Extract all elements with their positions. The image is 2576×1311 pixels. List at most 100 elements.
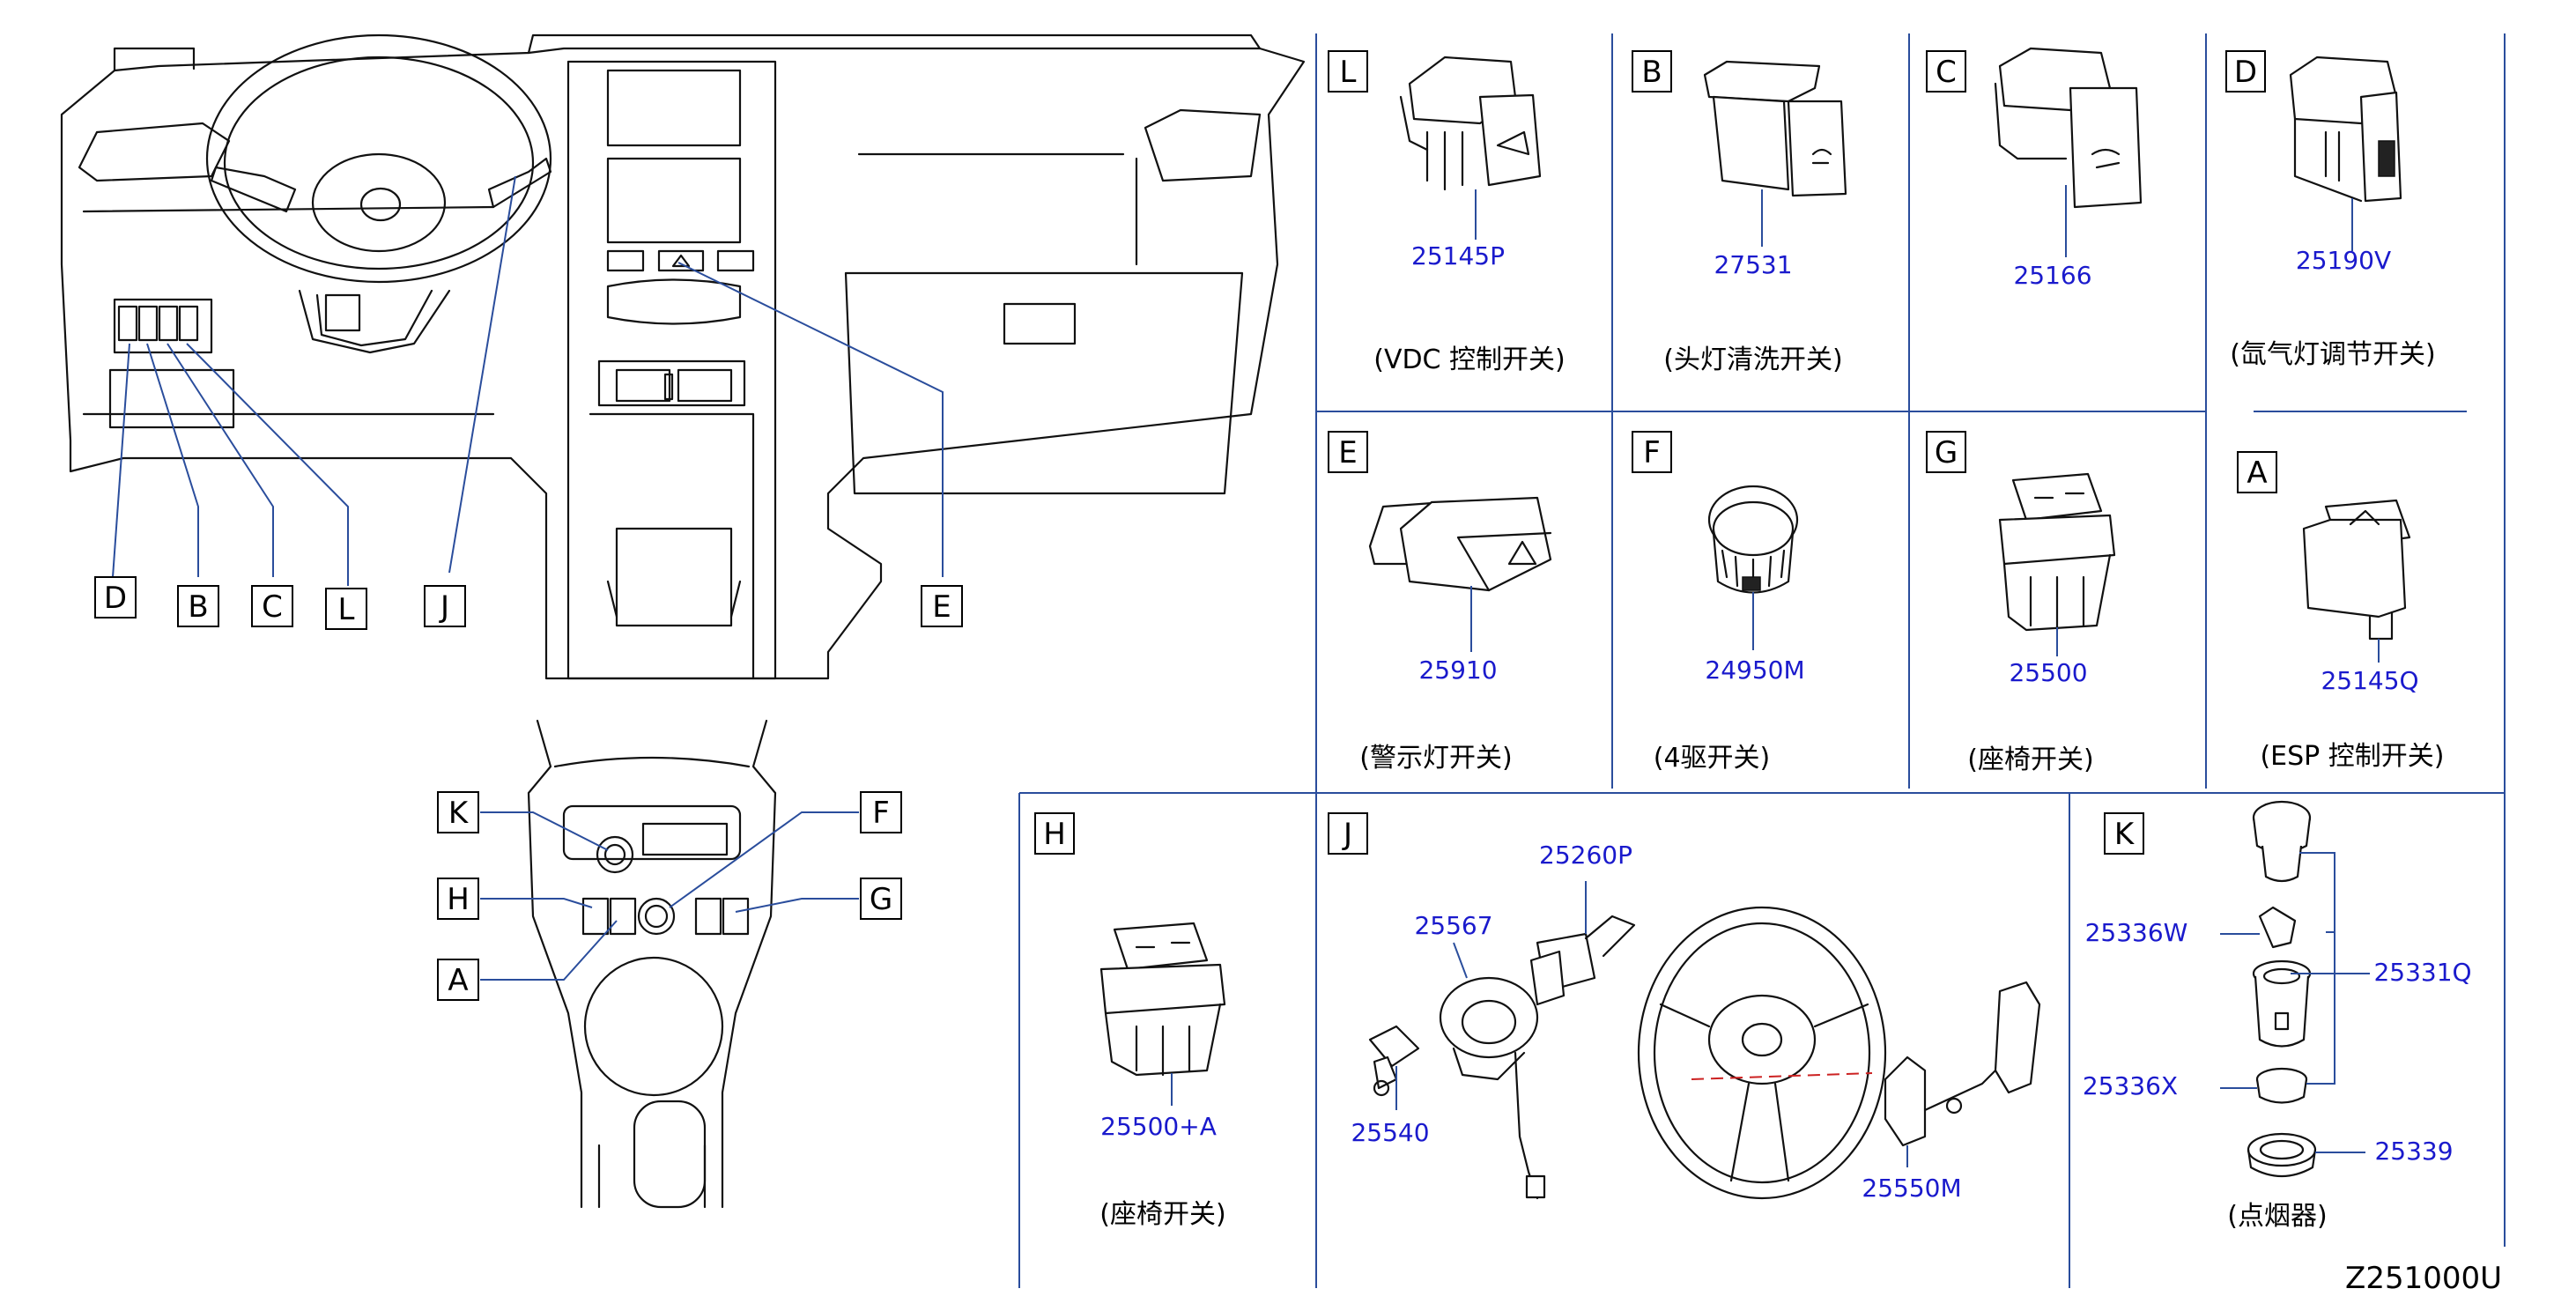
steering-switch-drawing — [1884, 981, 2041, 1147]
dashboard-leaders — [112, 175, 944, 586]
part-number-25339[interactable]: 25339 — [2374, 1137, 2453, 1166]
dashboard-illustration — [60, 33, 1306, 680]
callout-l-dash[interactable]: L — [325, 588, 367, 630]
svg-text:A: A — [448, 963, 468, 998]
connector-25540-drawing — [1368, 1025, 1420, 1097]
part-number-25540[interactable]: 25540 — [1351, 1118, 1429, 1147]
svg-text:J: J — [439, 589, 449, 625]
cell-a-letter[interactable]: A — [2237, 451, 2277, 493]
switch-25190v-drawing — [2289, 56, 2402, 203]
callout-k-console[interactable]: K — [437, 791, 479, 833]
switch-25500-drawing — [1998, 472, 2116, 632]
cell-k: K — [2083, 800, 2472, 1232]
switch-25145q-drawing — [2302, 499, 2411, 641]
cell-c-letter[interactable]: C — [1926, 50, 1966, 93]
svg-text:E: E — [932, 589, 951, 625]
callout-j-dash[interactable]: J — [424, 585, 466, 627]
parts-grid — [1018, 33, 2506, 1288]
callout-a-console[interactable]: A — [437, 959, 479, 1001]
cell-f-letter[interactable]: F — [1632, 431, 1672, 473]
svg-text:H: H — [1043, 817, 1066, 852]
svg-text:E: E — [1338, 435, 1357, 470]
caption-esp-switch: (ESP 控制开关) — [2260, 741, 2444, 772]
svg-text:B: B — [188, 589, 208, 625]
switch-25910-drawing — [1368, 496, 1552, 592]
caption-cigar-lighter: (点烟器) — [2227, 1201, 2327, 1232]
part-number-25336w[interactable]: 25336W — [2085, 918, 2188, 947]
steering-wheel-drawing — [1637, 906, 1887, 1200]
switch-25166-drawing — [1994, 47, 2143, 209]
part-number-25500[interactable]: 25500 — [2009, 658, 2087, 687]
svg-text:F: F — [872, 796, 890, 831]
part-number-25190v[interactable]: 25190V — [2296, 246, 2391, 275]
part-number-25166[interactable]: 25166 — [2013, 261, 2091, 290]
cell-l-letter[interactable]: L — [1328, 50, 1368, 93]
cell-h: H 25500+A (座椅开关) — [1034, 812, 1226, 1230]
svg-text:K: K — [2114, 817, 2136, 852]
cigar-lighter-drawing — [2247, 800, 2317, 1177]
cell-e: E 25910 (警示灯开关) — [1328, 431, 1552, 774]
svg-text:G: G — [870, 882, 892, 917]
switch-25145p-drawing — [1399, 56, 1542, 191]
caption-hazard-switch: (警示灯开关) — [1359, 743, 1512, 774]
cell-j: J 25260P 25567 25540 — [1328, 812, 2041, 1203]
svg-text:K: K — [448, 796, 470, 831]
callout-g-console[interactable]: G — [860, 878, 902, 920]
svg-text:A: A — [2247, 456, 2267, 491]
console-leaders — [480, 811, 859, 981]
knob-24950m-drawing — [1707, 485, 1799, 594]
svg-text:C: C — [1936, 55, 1957, 90]
caption-xenon-leveling-switch: (氙气灯调节开关) — [2230, 339, 2435, 370]
part-number-25567[interactable]: 25567 — [1414, 911, 1492, 940]
part-number-25331q[interactable]: 25331Q — [2373, 958, 2471, 987]
caption-seat-switch-g: (座椅开关) — [1967, 744, 2093, 775]
switch-25500a-drawing — [1099, 922, 1226, 1077]
svg-text:J: J — [1342, 817, 1352, 852]
callout-d-dash[interactable]: D — [94, 576, 137, 618]
svg-text:L: L — [1340, 55, 1357, 90]
callout-b-dash[interactable]: B — [177, 585, 219, 627]
caption-4wd-switch: (4驱开关) — [1654, 743, 1771, 774]
cell-h-letter[interactable]: H — [1034, 812, 1075, 855]
diagram-code: Z251000U — [2345, 1261, 2502, 1296]
cell-a: A 25145Q (ESP 控制开关) — [2237, 451, 2445, 772]
console-illustration — [527, 719, 777, 1209]
cell-k-leaders — [2220, 852, 2370, 1153]
cell-j-letter[interactable]: J — [1328, 812, 1368, 855]
part-number-25500a[interactable]: 25500+A — [1100, 1112, 1217, 1141]
caption-headlamp-washer-switch: (头灯清洗开关) — [1663, 344, 1842, 375]
cell-l: L 25145P (VDC 控制开关) — [1328, 50, 1566, 375]
part-number-25550m[interactable]: 25550M — [1862, 1174, 1961, 1203]
svg-text:B: B — [1641, 55, 1662, 90]
part-number-24950m[interactable]: 24950M — [1705, 656, 1804, 685]
cell-k-letter[interactable]: K — [2104, 812, 2144, 855]
cell-e-letter[interactable]: E — [1328, 431, 1368, 473]
part-number-27531[interactable]: 27531 — [1714, 250, 1792, 279]
cell-d: D 25190V (氙气灯调节开关) — [2225, 50, 2436, 370]
callout-f-console[interactable]: F — [860, 791, 902, 833]
callout-c-dash[interactable]: C — [251, 585, 293, 627]
part-number-25145p[interactable]: 25145P — [1411, 241, 1505, 270]
caption-seat-switch-h: (座椅开关) — [1099, 1199, 1225, 1230]
part-number-25910[interactable]: 25910 — [1418, 656, 1497, 685]
svg-text:L: L — [338, 592, 355, 627]
switch-27531-drawing — [1703, 60, 1847, 197]
cell-g: G 25500 (座椅开关) — [1926, 431, 2116, 775]
svg-text:F: F — [1643, 435, 1661, 470]
combination-switch-drawing — [1529, 915, 1636, 1006]
cell-b-letter[interactable]: B — [1632, 50, 1672, 93]
callout-e-dash[interactable]: E — [921, 585, 963, 627]
svg-text:H: H — [447, 882, 470, 917]
cell-g-letter[interactable]: G — [1926, 431, 1966, 473]
svg-text:D: D — [2234, 55, 2257, 90]
part-number-25145q[interactable]: 25145Q — [2321, 666, 2418, 695]
caption-vdc-switch: (VDC 控制开关) — [1373, 344, 1566, 375]
svg-text:D: D — [104, 581, 127, 616]
cell-d-letter[interactable]: D — [2225, 50, 2266, 93]
part-number-25260p[interactable]: 25260P — [1539, 841, 1632, 870]
cell-c: C 25166 — [1926, 47, 2143, 290]
svg-text:C: C — [262, 589, 283, 625]
callout-h-console[interactable]: H — [437, 878, 479, 920]
cell-f: F 24950M (4驱开关) — [1632, 431, 1805, 774]
part-number-25336x[interactable]: 25336X — [2083, 1071, 2178, 1100]
